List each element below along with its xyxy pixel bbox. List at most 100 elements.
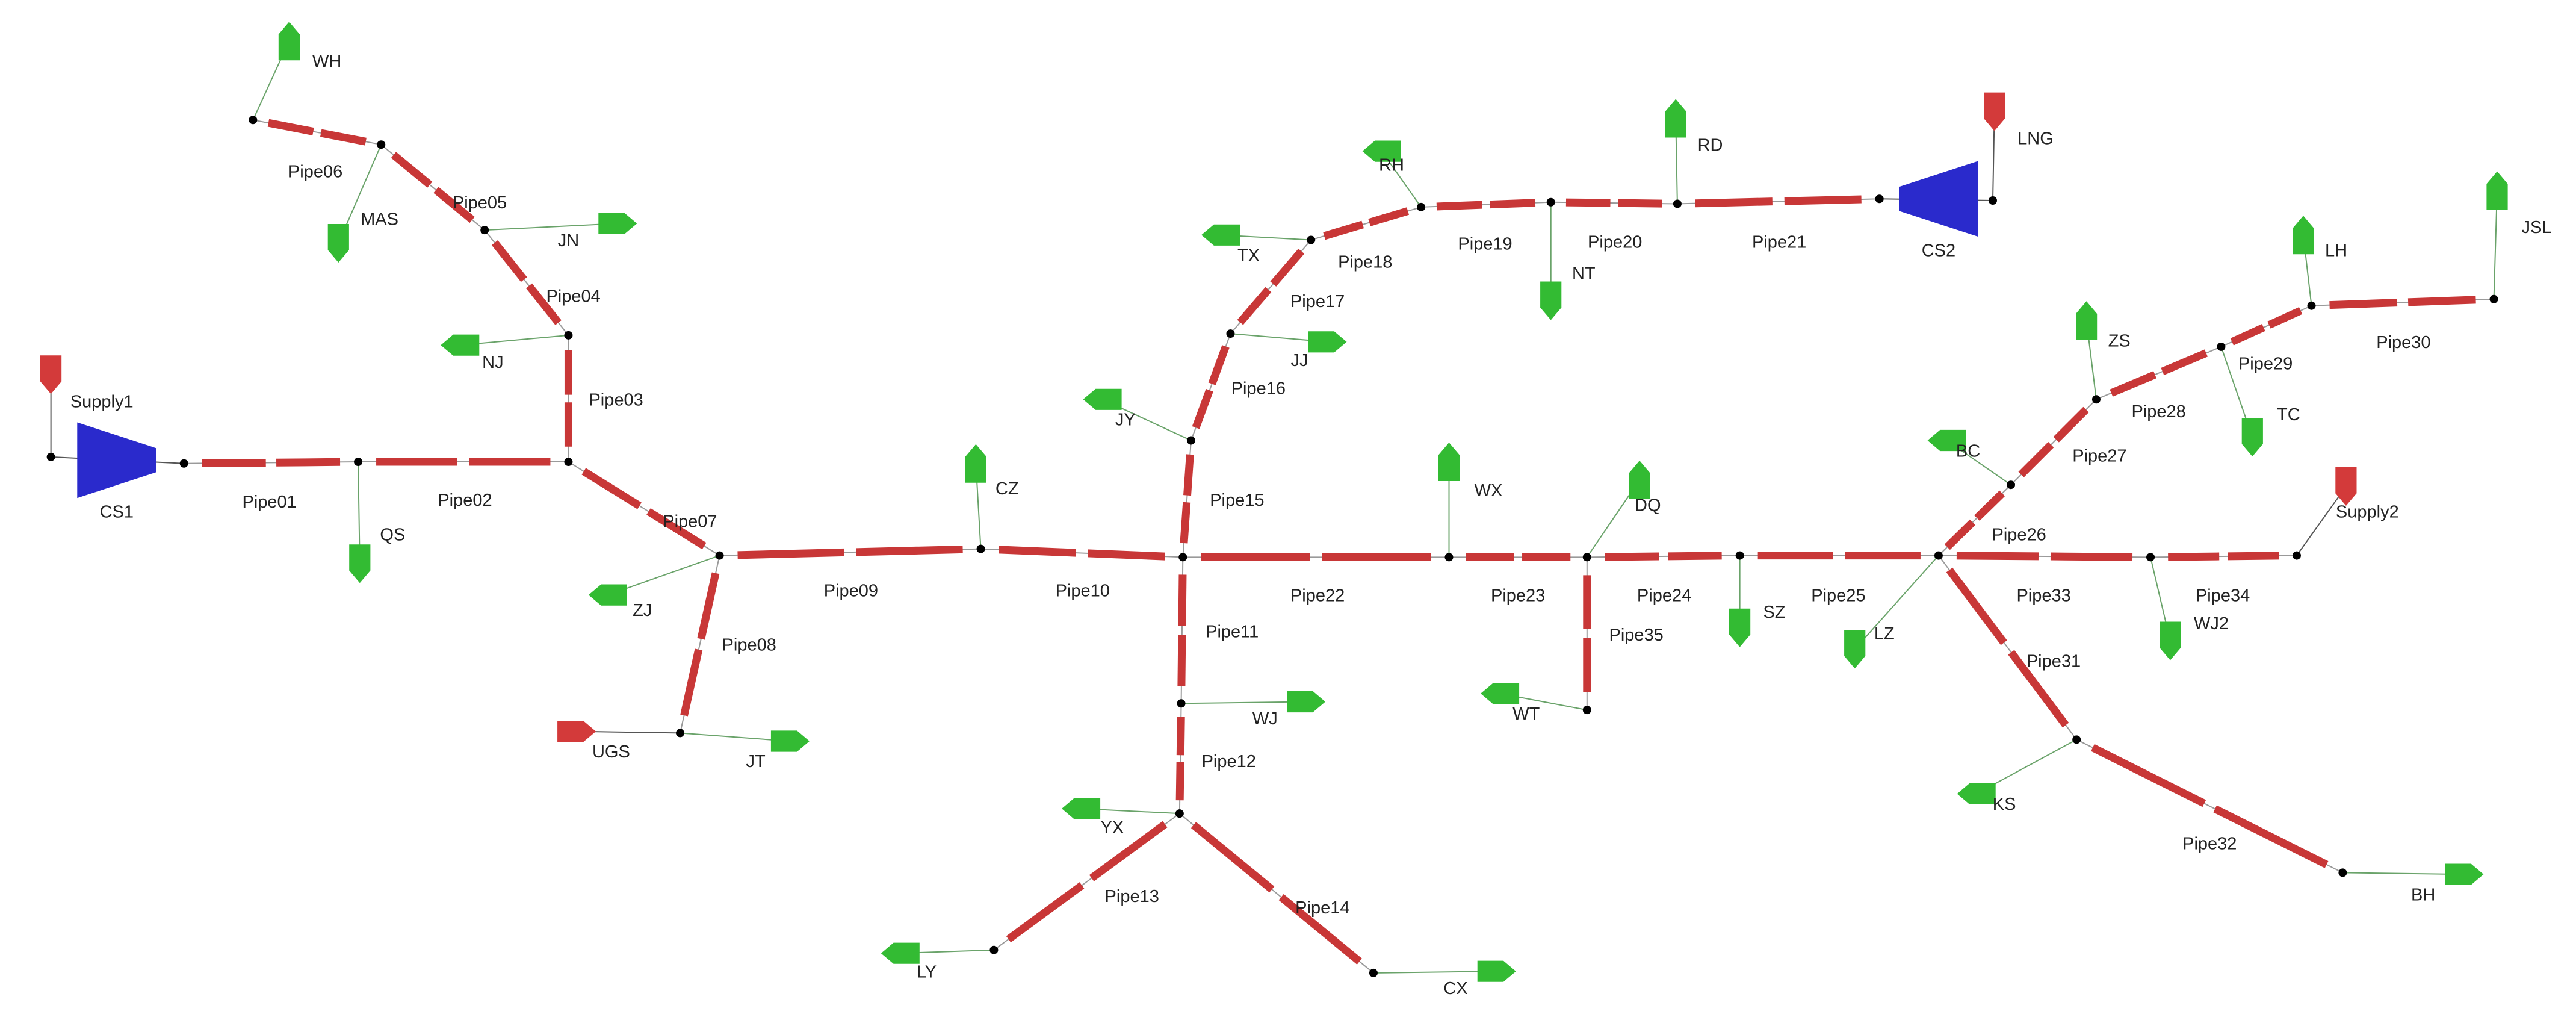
consumer-icon-wj2[interactable] bbox=[2160, 621, 2181, 661]
consumer-icon-qs[interactable] bbox=[349, 544, 371, 583]
pipe-pipe14-segment[interactable] bbox=[1278, 894, 1362, 965]
pipe-pipe24[interactable] bbox=[1605, 552, 1659, 561]
junction-node[interactable] bbox=[179, 459, 188, 468]
pipe-pipe13[interactable] bbox=[1089, 821, 1168, 881]
junction-node[interactable] bbox=[2307, 301, 2316, 310]
consumer-icon-wh[interactable] bbox=[278, 22, 300, 61]
consumer-icon-jt[interactable] bbox=[770, 730, 810, 752]
junction-node[interactable] bbox=[2007, 480, 2016, 490]
junction-node[interactable] bbox=[564, 331, 573, 340]
junction-node[interactable] bbox=[1177, 699, 1186, 708]
pipe-pipe16-segment[interactable] bbox=[1208, 345, 1230, 385]
consumer-icon-rh[interactable] bbox=[1362, 140, 1401, 162]
consumer-icon-cx[interactable] bbox=[1477, 960, 1516, 982]
pipe-pipe06[interactable] bbox=[320, 129, 367, 146]
junction-node[interactable] bbox=[1934, 551, 1943, 560]
junction-node[interactable] bbox=[1175, 809, 1184, 818]
pipe-pipe32-segment[interactable] bbox=[2213, 805, 2329, 868]
junction-node[interactable] bbox=[2292, 551, 2301, 560]
junction-node[interactable] bbox=[1875, 194, 1884, 204]
consumer-icon-lh[interactable] bbox=[2293, 216, 2314, 255]
pipe-pipe30-segment[interactable] bbox=[2407, 296, 2476, 306]
pipe-pipe19[interactable] bbox=[1436, 201, 1482, 211]
consumer-icon-rd[interactable] bbox=[1665, 99, 1686, 138]
consumer-icon-lz[interactable] bbox=[1844, 630, 1866, 669]
pipe-pipe01[interactable] bbox=[202, 458, 266, 467]
pipe-pipe29[interactable] bbox=[2230, 323, 2265, 346]
pipe-pipe08-segment[interactable] bbox=[680, 648, 703, 717]
pipe-pipe31-segment[interactable] bbox=[2008, 650, 2069, 728]
junction-node[interactable] bbox=[2489, 294, 2498, 303]
pipe-pipe11[interactable] bbox=[1178, 574, 1187, 626]
consumer-icon-ly[interactable] bbox=[881, 942, 920, 964]
source-icon-lng[interactable] bbox=[1984, 92, 2005, 131]
pipe-pipe10[interactable] bbox=[999, 546, 1076, 557]
consumer-icon-jj[interactable] bbox=[1308, 331, 1347, 353]
pipe-pipe27[interactable] bbox=[2018, 441, 2054, 477]
pipe-pipe27-segment[interactable] bbox=[2053, 406, 2089, 443]
pipe-pipe28-segment[interactable] bbox=[2161, 349, 2208, 375]
pipe-pipe28[interactable] bbox=[2110, 371, 2156, 397]
consumer-icon-ks[interactable] bbox=[1957, 783, 1996, 804]
junction-node[interactable] bbox=[2338, 868, 2347, 877]
junction-node[interactable] bbox=[2091, 395, 2101, 404]
pipe-pipe05-segment[interactable] bbox=[391, 152, 433, 188]
pipe-pipe09[interactable] bbox=[737, 548, 844, 559]
consumer-icon-nt[interactable] bbox=[1540, 281, 1562, 320]
consumer-icon-zs[interactable] bbox=[2076, 301, 2098, 340]
consumer-icon-jn[interactable] bbox=[598, 213, 637, 234]
consumer-icon-tx[interactable] bbox=[1201, 224, 1240, 246]
source-icon-supply2[interactable] bbox=[2335, 467, 2357, 506]
pipe-pipe16[interactable] bbox=[1192, 388, 1213, 429]
consumer-icon-sz[interactable] bbox=[1729, 608, 1751, 647]
junction-node[interactable] bbox=[989, 945, 999, 954]
junction-node[interactable] bbox=[2146, 553, 2155, 562]
junction-node[interactable] bbox=[1673, 199, 1682, 208]
junction-node[interactable] bbox=[715, 551, 724, 560]
consumer-icon-tc[interactable] bbox=[2241, 418, 2263, 457]
junction-node[interactable] bbox=[2072, 735, 2081, 744]
consumer-icon-jy[interactable] bbox=[1083, 388, 1122, 410]
pipe-pipe33-segment[interactable] bbox=[2050, 552, 2133, 561]
junction-node[interactable] bbox=[480, 226, 489, 235]
pipe-pipe21-segment[interactable] bbox=[1784, 195, 1862, 205]
pipe-pipe08[interactable] bbox=[697, 572, 720, 640]
junction-node[interactable] bbox=[1178, 553, 1187, 562]
pipe-pipe20[interactable] bbox=[1565, 198, 1611, 207]
pipe-pipe26[interactable] bbox=[1944, 519, 1975, 550]
pipe-pipe26-segment[interactable] bbox=[1974, 490, 2005, 521]
junction-node[interactable] bbox=[564, 458, 573, 467]
junction-node[interactable] bbox=[2217, 342, 2226, 351]
pipe-pipe17[interactable] bbox=[1237, 287, 1272, 325]
junction-node[interactable] bbox=[1988, 196, 1997, 205]
pipe-pipe06-segment[interactable] bbox=[267, 119, 314, 135]
junction-node[interactable] bbox=[1307, 235, 1316, 244]
pipe-pipe31[interactable] bbox=[1946, 567, 2007, 645]
pipe-pipe13-segment[interactable] bbox=[1006, 882, 1085, 943]
consumer-icon-mas[interactable] bbox=[327, 224, 349, 263]
consumer-icon-bc[interactable] bbox=[1927, 429, 1966, 452]
junction-node[interactable] bbox=[249, 116, 258, 125]
consumer-icon-wx[interactable] bbox=[1438, 443, 1460, 481]
source-icon-ugs[interactable] bbox=[557, 721, 596, 742]
pipe-pipe20-segment[interactable] bbox=[1618, 199, 1662, 208]
junction-node[interactable] bbox=[1735, 551, 1744, 560]
pipe-pipe07-segment[interactable] bbox=[646, 508, 707, 550]
junction-node[interactable] bbox=[1582, 553, 1591, 562]
pipe-pipe04-segment[interactable] bbox=[491, 240, 527, 282]
source-icon-supply1[interactable] bbox=[40, 355, 62, 394]
pipe-pipe34[interactable] bbox=[2168, 552, 2220, 561]
pipe-pipe21[interactable] bbox=[1695, 197, 1773, 208]
consumer-icon-nj[interactable] bbox=[441, 334, 480, 356]
pipe-pipe04[interactable] bbox=[525, 283, 562, 325]
pipe-pipe10-segment[interactable] bbox=[1088, 549, 1165, 561]
junction-node[interactable] bbox=[46, 452, 55, 461]
junction-node[interactable] bbox=[1417, 202, 1426, 211]
pipe-pipe18[interactable] bbox=[1323, 220, 1364, 240]
consumer-icon-zj[interactable] bbox=[588, 584, 627, 606]
pipe-pipe30[interactable] bbox=[2329, 299, 2398, 309]
pipe-pipe05[interactable] bbox=[433, 187, 475, 223]
pipe-pipe15[interactable] bbox=[1180, 502, 1191, 544]
consumer-icon-cz[interactable] bbox=[965, 444, 986, 483]
junction-node[interactable] bbox=[1369, 968, 1378, 977]
